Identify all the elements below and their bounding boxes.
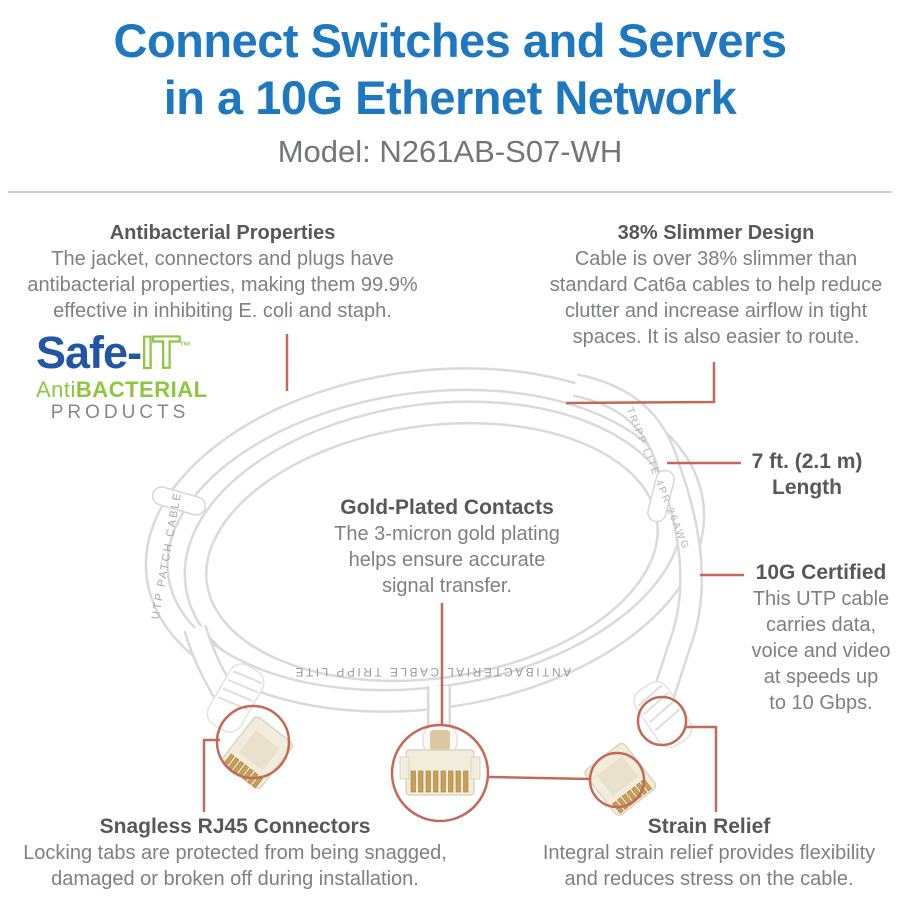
callout-antibacterial-heading: Antibacterial Properties [109, 222, 336, 244]
callout-slimmer-heading: 38% Slimmer Design [617, 222, 815, 244]
callout-snagless-body: Locking tabs are protected from being sn… [23, 842, 447, 890]
callout-slimmer: 38% Slimmer Design Cable is over 38% sli… [530, 220, 900, 350]
logo-products-text: PRODUCTS [50, 402, 190, 423]
callout-snagless-heading: Snagless RJ45 Connectors [99, 815, 371, 838]
callout-gold-body: The 3-micron gold plating helps ensure a… [334, 523, 560, 597]
trademark-symbol: ™ [179, 339, 192, 353]
cable-print-bottom: ANTIBACTERIAL CABLE TRIPP LITE [293, 665, 571, 679]
strain-relief-circle [636, 695, 688, 747]
annotations [202, 334, 744, 823]
cable-sleeves [151, 469, 675, 523]
logo-hyphen: - [127, 327, 142, 378]
callout-strain-heading: Strain Relief [647, 815, 771, 838]
callout-snagless: Snagless RJ45 Connectors Locking tabs ar… [0, 813, 470, 892]
callout-antibacterial-body: The jacket, connectors and plugs have an… [27, 248, 418, 322]
middle-connector-circle [390, 723, 490, 823]
callout-gold-heading: Gold-Plated Contacts [340, 496, 554, 519]
right-strain-relief-boot [633, 681, 693, 748]
contacts-link-line [488, 775, 591, 781]
right-plug-circle [588, 751, 646, 809]
safe-it-wordmark: Safe-IT™ [36, 327, 216, 378]
logo-it-text: IT [140, 327, 181, 378]
callout-certified: 10G Certified This UTP cable carries dat… [742, 559, 900, 716]
callout-certified-heading: 10G Certified [755, 561, 887, 584]
model-number: Model: N261AB-S07-WH [277, 134, 623, 169]
header-divider [8, 191, 892, 193]
page-title-line2: in a 10G Ethernet Network [163, 71, 737, 124]
slimmer-pointer-line [565, 362, 716, 405]
snagless-pointer-line [202, 738, 220, 812]
callout-certified-body: This UTP cable carries data, voice and v… [751, 588, 891, 714]
logo-anti-text: Anti [36, 377, 76, 402]
callout-strain-body: Integral strain relief provides flexibil… [542, 842, 876, 890]
safe-it-logo: Safe-IT™ AntiBACTERIAL PRODUCTS [36, 327, 216, 423]
callout-antibacterial: Antibacterial Properties The jacket, con… [0, 220, 445, 324]
callout-gold: Gold-Plated Contacts The 3-micron gold p… [317, 494, 577, 599]
logo-bacterial-text: BACTERIAL [75, 377, 208, 402]
middle-rj45-connector [399, 724, 481, 796]
page-title-line1: Connect Switches and Servers [113, 14, 787, 67]
logo-safe-text: Safe [36, 327, 128, 378]
callout-length: 7 ft. (2.1 m) Length [751, 450, 863, 499]
strain-pointer-line [686, 725, 718, 812]
callout-slimmer-body: Cable is over 38% slimmer than standard … [549, 248, 883, 348]
callout-strain: Strain Relief Integral strain relief pro… [504, 813, 900, 892]
gold-pins [410, 770, 469, 793]
antibacterial-wordmark: AntiBACTERIAL [36, 378, 216, 402]
left-connector-circle [215, 704, 291, 780]
